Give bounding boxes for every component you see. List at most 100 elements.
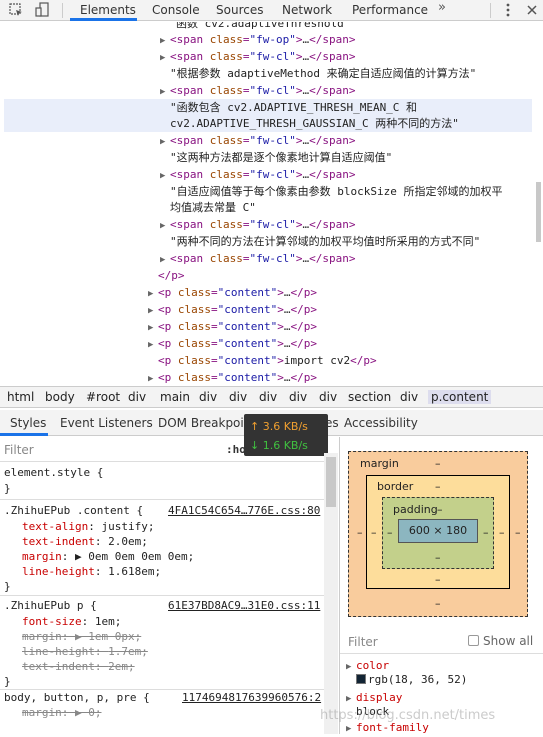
dom-scrollbar[interactable] (536, 182, 541, 242)
margin-top-value[interactable]: – (435, 457, 441, 470)
breadcrumb-item[interactable]: div (199, 390, 218, 404)
computed-filter-input[interactable]: Filter (348, 635, 378, 649)
dom-text-node[interactable]: cv2.ADAPTIVE_THRESH_GAUSSIAN_C 两种不同的方法" (170, 117, 459, 130)
dom-node-span[interactable]: ▶<span class="fw-cl">…</span> (160, 166, 355, 183)
dom-node-p[interactable]: ▶<p class="content">…</p> (148, 284, 317, 301)
dom-node-p[interactable]: <p class="content">import cv2</p> (158, 354, 377, 367)
dom-node-span[interactable]: ▶<span class="fw-cl">…</span> (160, 216, 355, 233)
more-vertical-icon[interactable] (500, 2, 516, 18)
computed-property-display[interactable]: ▶display (346, 690, 402, 706)
dom-text-node[interactable]: 均值减去常量 C" (170, 201, 256, 214)
css-declaration[interactable]: line-height: 1.618em; (22, 565, 162, 578)
rule-source-link[interactable]: 61E37BD8AC9…31E0.css:11 (168, 599, 321, 612)
expand-triangle-icon[interactable]: ▶ (148, 323, 154, 333)
expand-triangle-icon[interactable]: ▶ (160, 137, 166, 147)
more-tabs-button[interactable]: » (438, 0, 446, 15)
scrollbar-thumb[interactable] (326, 457, 336, 507)
expand-triangle-icon[interactable]: ▶ (148, 306, 154, 316)
element-style-rule[interactable]: element.style { (4, 466, 104, 479)
breadcrumb-item[interactable]: div (128, 390, 147, 404)
dom-close-p[interactable]: </p> (158, 269, 185, 282)
breadcrumb-item[interactable]: section (348, 390, 392, 404)
breadcrumb-item[interactable]: div (319, 390, 338, 404)
device-toolbar-icon[interactable] (34, 2, 50, 18)
expand-triangle-icon[interactable]: ▶ (160, 255, 166, 265)
tab-dom-breakpoints[interactable]: DOM Breakpoints (158, 416, 263, 430)
css-declaration[interactable]: margin: ▶ 0em 0em 0em 0em; (22, 550, 195, 563)
rule-selector[interactable]: body, button, p, pre { (4, 691, 150, 704)
expand-triangle-icon[interactable]: ▶ (346, 662, 352, 672)
expand-triangle-icon[interactable]: ▶ (160, 53, 166, 63)
dom-text-node[interactable]: 函数 cv2.adaptiveThreshold (176, 22, 344, 30)
breadcrumb-item-active[interactable]: p.content (428, 390, 492, 404)
box-model-content-size[interactable]: 600 × 180 (398, 519, 478, 543)
expand-triangle-icon[interactable]: ▶ (148, 289, 154, 299)
padding-top-value[interactable]: – (437, 503, 443, 516)
css-declaration-overridden[interactable]: margin: ▶ 0; (22, 706, 102, 719)
expand-triangle-icon[interactable]: ▶ (346, 724, 352, 734)
padding-bottom-value[interactable]: – (435, 551, 441, 564)
dom-node-p[interactable]: ▶<p class="content">…</p> (148, 335, 317, 352)
border-bottom-value[interactable]: – (435, 573, 441, 586)
margin-bottom-value[interactable]: – (435, 597, 441, 610)
dom-node-p[interactable]: ▶<p class="content">…</p> (148, 301, 317, 318)
styles-scrollbar[interactable] (324, 453, 338, 734)
rule-source-link[interactable]: 1174694817639960576:2 (182, 691, 322, 704)
checkbox-icon[interactable] (468, 635, 479, 646)
margin-left-value[interactable]: – (357, 526, 363, 539)
breadcrumb-item[interactable]: main (160, 390, 190, 404)
expand-triangle-icon[interactable]: ▶ (148, 374, 154, 384)
tab-accessibility[interactable]: Accessibility (344, 416, 418, 430)
css-declaration-overridden[interactable]: margin: ▶ 1em 0px; (22, 630, 142, 643)
styles-filter-input[interactable]: Filter (4, 443, 34, 457)
dom-node-p[interactable]: ▶<p class="content">…</p> (148, 318, 317, 335)
computed-property-color[interactable]: ▶color (346, 658, 389, 674)
css-declaration-overridden[interactable]: text-indent: 2em; (22, 660, 135, 673)
dom-node-span[interactable]: ▶<span class="fw-cl">…</span> (160, 132, 355, 149)
dom-text-node[interactable]: "两种不同的方法在计算邻域的加权平均值时所采用的方式不同" (170, 235, 481, 248)
tab-sources[interactable]: Sources (216, 3, 264, 17)
show-all-checkbox[interactable]: Show all (468, 634, 533, 648)
css-declaration[interactable]: font-size: 1em; (22, 615, 122, 628)
border-right-value[interactable]: – (499, 526, 505, 539)
expand-triangle-icon[interactable]: ▶ (160, 221, 166, 231)
breadcrumb-item[interactable]: div (259, 390, 278, 404)
rule-selector[interactable]: .ZhihuEPub .content { (4, 504, 144, 517)
rule-selector[interactable]: .ZhihuEPub p { (4, 599, 97, 612)
dom-text-node[interactable]: "这两种方法都是逐个像素地计算自适应阈值" (170, 151, 393, 164)
expand-triangle-icon[interactable]: ▶ (148, 340, 154, 350)
dom-text-node[interactable]: "函数包含 cv2.ADAPTIVE_THRESH_MEAN_C 和 (170, 101, 418, 114)
padding-left-value[interactable]: – (387, 526, 393, 539)
breadcrumb-item[interactable]: div (229, 390, 248, 404)
tab-event-listeners[interactable]: Event Listeners (60, 416, 153, 430)
breadcrumb-item[interactable]: div (400, 390, 419, 404)
tab-performance[interactable]: Performance (352, 3, 429, 17)
breadcrumb-item[interactable]: #root (86, 390, 121, 404)
border-top-value[interactable]: – (435, 480, 441, 493)
dom-node-span[interactable]: ▶<span class="fw-cl">…</span> (160, 48, 355, 65)
dom-node-span[interactable]: ▶<span class="fw-cl">…</span> (160, 250, 355, 267)
css-declaration-overridden[interactable]: line-height: 1.7em; (22, 645, 148, 658)
color-swatch-icon[interactable] (356, 674, 366, 684)
dom-node-span[interactable]: ▶<span class="fw-cl">…</span> (160, 82, 355, 99)
padding-right-value[interactable]: – (483, 526, 489, 539)
close-icon[interactable] (524, 2, 540, 18)
css-declaration[interactable]: text-align: justify; (22, 520, 155, 533)
tab-network[interactable]: Network (282, 3, 333, 17)
dom-node-p[interactable]: ▶<p class="content">…</p> (148, 369, 317, 384)
breadcrumb-item[interactable]: html (7, 390, 35, 404)
breadcrumb-item[interactable]: div (289, 390, 308, 404)
css-declaration[interactable]: text-indent: 2.0em; (22, 535, 148, 548)
margin-right-value[interactable]: – (515, 526, 521, 539)
dom-text-node[interactable]: "自适应阈值等于每个像素由参数 blockSize 所指定邻域的加权平 (170, 185, 503, 198)
tab-styles[interactable]: Styles (10, 416, 47, 430)
tab-console[interactable]: Console (152, 3, 200, 17)
hover-state-toggle[interactable]: :hov (226, 443, 253, 456)
tab-elements[interactable]: Elements (80, 3, 136, 17)
expand-triangle-icon[interactable]: ▶ (160, 36, 166, 46)
expand-triangle-icon[interactable]: ▶ (346, 694, 352, 704)
rule-source-link[interactable]: 4FA1C54C654…776E.css:80 (168, 504, 321, 517)
expand-triangle-icon[interactable]: ▶ (160, 87, 166, 97)
border-left-value[interactable]: – (371, 526, 377, 539)
inspect-element-icon[interactable] (8, 2, 24, 18)
